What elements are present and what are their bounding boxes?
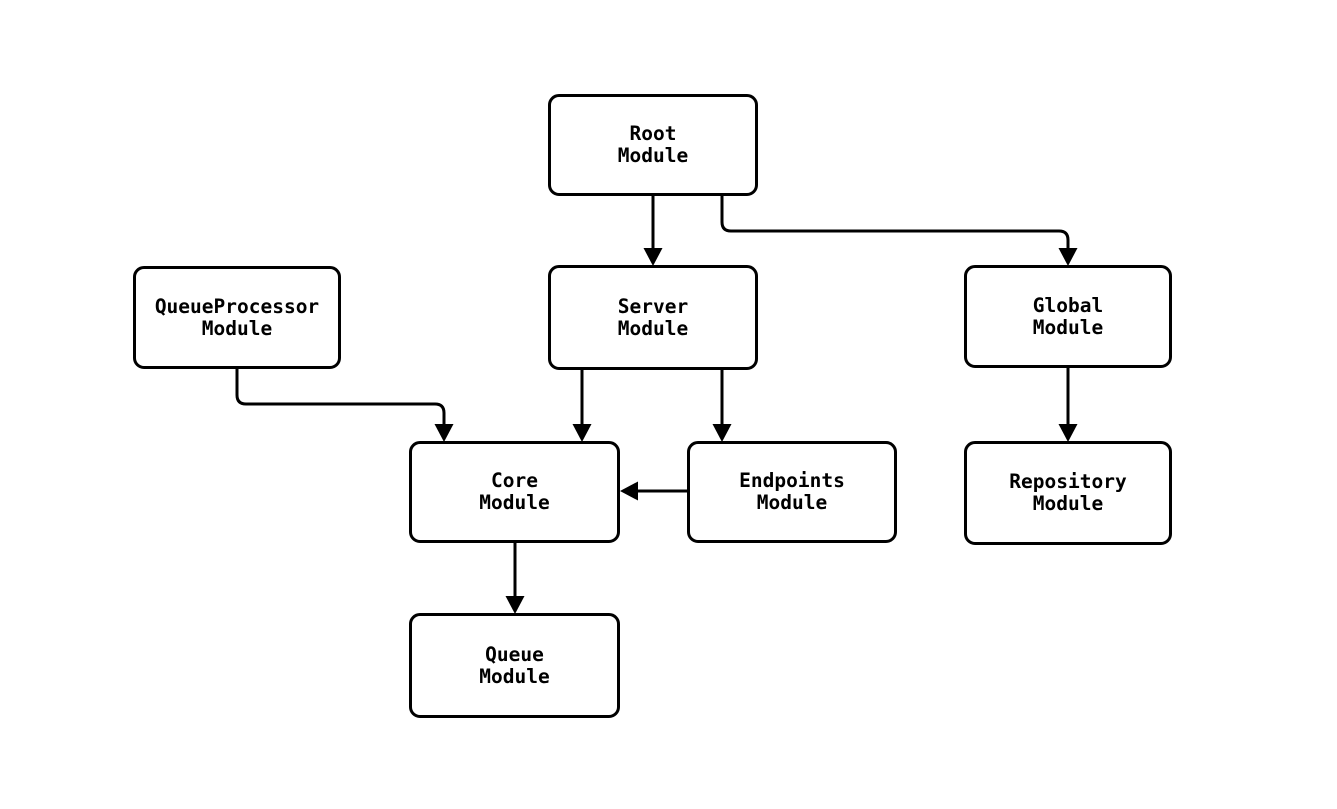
edge-global-to-repository <box>1058 368 1078 442</box>
node-queueprocessor-module-line1: QueueProcessor <box>154 294 320 318</box>
node-server-module-line1: Server <box>617 294 689 318</box>
node-server-module[interactable]: Server Module <box>548 265 758 370</box>
node-repository-module-line1: Repository <box>1009 470 1127 493</box>
node-queue-module-line1: Queue <box>485 642 544 666</box>
node-core-module[interactable]: Core Module <box>409 441 620 543</box>
edge-core-to-queue <box>505 543 525 614</box>
node-core-module-line1: Core <box>491 469 538 492</box>
edge-server-to-core <box>572 370 592 442</box>
node-queueprocessor-module-line2: Module <box>201 316 273 340</box>
node-server-module-line2: Module <box>617 316 689 340</box>
node-queue-module[interactable]: Queue Module <box>409 613 620 718</box>
node-repository-module-line2: Module <box>1032 492 1104 515</box>
edge-endpoints-to-core <box>620 481 687 501</box>
node-root-module-line1: Root <box>629 122 677 145</box>
node-global-module-line1: Global <box>1032 293 1104 317</box>
node-root-module-line2: Module <box>617 144 689 167</box>
edge-root-to-server <box>643 196 663 266</box>
node-global-module[interactable]: Global Module <box>964 265 1172 368</box>
node-endpoints-module-line1: Endpoints <box>739 469 845 492</box>
node-queueprocessor-module[interactable]: QueueProcessor Module <box>133 266 341 369</box>
node-root-module[interactable]: Root Module <box>548 94 758 196</box>
node-endpoints-module-line2: Module <box>756 491 828 514</box>
node-queue-module-line2: Module <box>479 664 550 688</box>
node-endpoints-module[interactable]: Endpoints Module <box>687 441 897 543</box>
node-global-module-line2: Module <box>1032 315 1104 339</box>
edge-queueprocessor-to-core <box>235 369 454 442</box>
edge-root-to-global <box>720 196 1078 266</box>
node-repository-module[interactable]: Repository Module <box>964 441 1172 545</box>
node-core-module-line2: Module <box>479 491 550 514</box>
edge-server-to-endpoints <box>712 370 732 442</box>
